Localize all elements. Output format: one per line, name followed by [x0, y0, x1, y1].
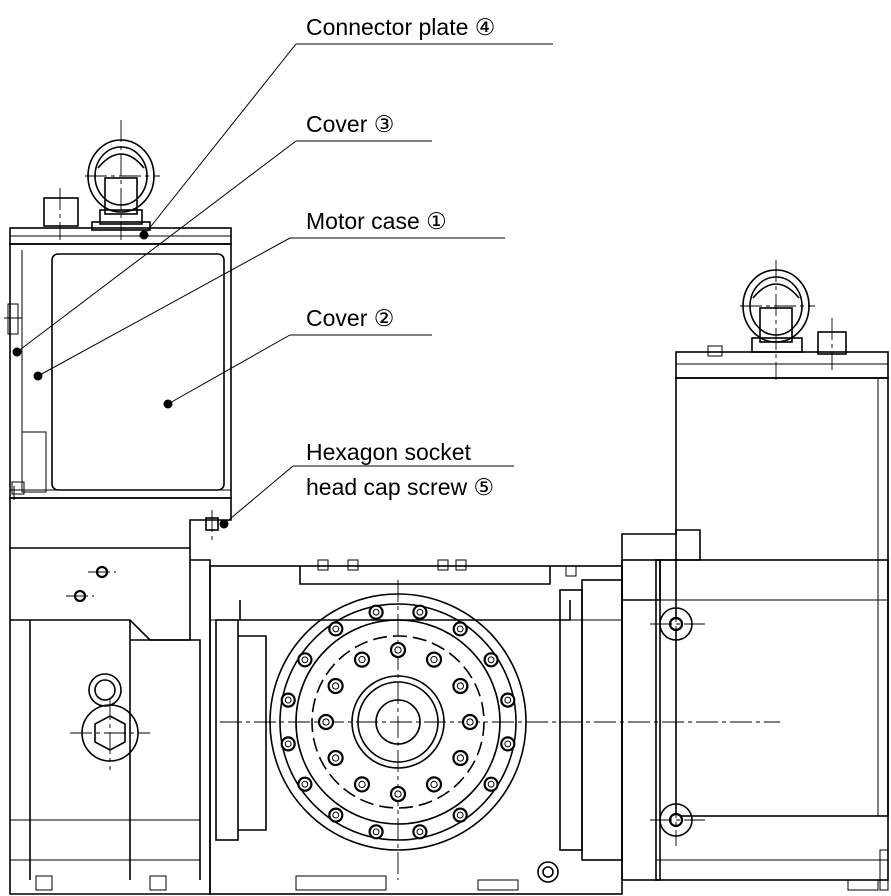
bolt-hole — [500, 736, 516, 752]
bolt-hole — [452, 677, 469, 695]
bolt-hole — [412, 604, 428, 620]
bolt-hole — [452, 749, 469, 767]
bolt-hole — [328, 807, 344, 823]
bolt-hole — [280, 736, 296, 752]
bolt-hole-inner — [322, 718, 330, 726]
bolt-hole-inner — [416, 608, 424, 616]
left-motor — [4, 120, 232, 500]
bolt-hole — [452, 807, 468, 823]
bolt-hole — [280, 692, 296, 708]
bolt-hole — [297, 652, 313, 668]
bolt-hole-inner — [372, 608, 380, 616]
bolt-hole-inner — [504, 740, 512, 748]
bolt-hole-inner — [416, 828, 424, 836]
bolt-hole-inner — [430, 655, 438, 664]
label-hex-screw-line1: Hexagon socket — [306, 439, 472, 465]
bolt-hole — [461, 713, 479, 731]
bolt-hole-inner — [430, 780, 438, 789]
bolt-hole-inner — [284, 740, 292, 748]
bolt-hole-inner — [331, 682, 340, 690]
bolt-hole-inner — [394, 790, 402, 798]
bolt-hole — [500, 692, 516, 708]
bolt-hole-inner — [394, 646, 402, 654]
bolt-hole — [353, 776, 371, 793]
bolt-hole-inner — [456, 625, 464, 633]
label-hex-screw-line2: head cap screw ⑤ — [306, 474, 494, 500]
bolt-hole — [327, 749, 344, 767]
bolt-hole — [317, 713, 335, 731]
leader-lines — [12, 43, 553, 529]
bolt-hole-inner — [372, 828, 380, 836]
left-housing — [9, 497, 232, 895]
bolt-hole-inner — [301, 656, 309, 664]
bolt-hole-inner — [301, 780, 309, 788]
bolt-hole-inner — [332, 625, 340, 633]
label-motor-case: Motor case ① — [306, 208, 447, 234]
bolt-hole-inner — [284, 696, 292, 704]
bolt-hole — [327, 677, 344, 695]
bolt-hole-inner — [358, 655, 366, 664]
bolt-hole-inner — [331, 754, 340, 762]
bolt-hole — [328, 621, 344, 637]
bolt-hole — [412, 824, 428, 840]
top-bolts — [317, 559, 577, 577]
bolt-hole-inner — [456, 682, 465, 690]
callout-labels: Connector plate ④ Cover ③ Motor case ① C… — [306, 14, 495, 500]
right-connector — [740, 260, 847, 380]
bolt-hole — [353, 651, 371, 668]
label-cover-3: Cover ③ — [306, 111, 394, 137]
bolt-hole-inner — [466, 718, 474, 726]
left-connector — [43, 120, 160, 240]
bolt-hole-inner — [456, 754, 465, 762]
bolt-hole — [483, 776, 499, 792]
inner-bolt-ring — [317, 641, 479, 803]
bolt-hole — [368, 604, 384, 620]
bolt-hole — [389, 785, 407, 803]
bolt-hole — [483, 652, 499, 668]
bolt-hole — [425, 776, 443, 793]
bolt-hole — [425, 651, 443, 668]
outer-bolt-ring — [280, 604, 516, 840]
label-cover-2: Cover ② — [306, 305, 394, 331]
bolt-hole-inner — [487, 780, 495, 788]
bolt-hole-inner — [456, 811, 464, 819]
bolt-hole — [452, 621, 468, 637]
right-motor — [621, 260, 889, 891]
bolt-hole — [368, 824, 384, 840]
rotary-table — [209, 559, 780, 895]
bolt-hole — [297, 776, 313, 792]
label-connector-plate: Connector plate ④ — [306, 14, 495, 40]
bolt-hole-inner — [358, 780, 366, 789]
bolt-hole-inner — [332, 811, 340, 819]
bolt-hole-inner — [487, 656, 495, 664]
bolt-hole — [389, 641, 407, 659]
bolt-hole-inner — [504, 696, 512, 704]
